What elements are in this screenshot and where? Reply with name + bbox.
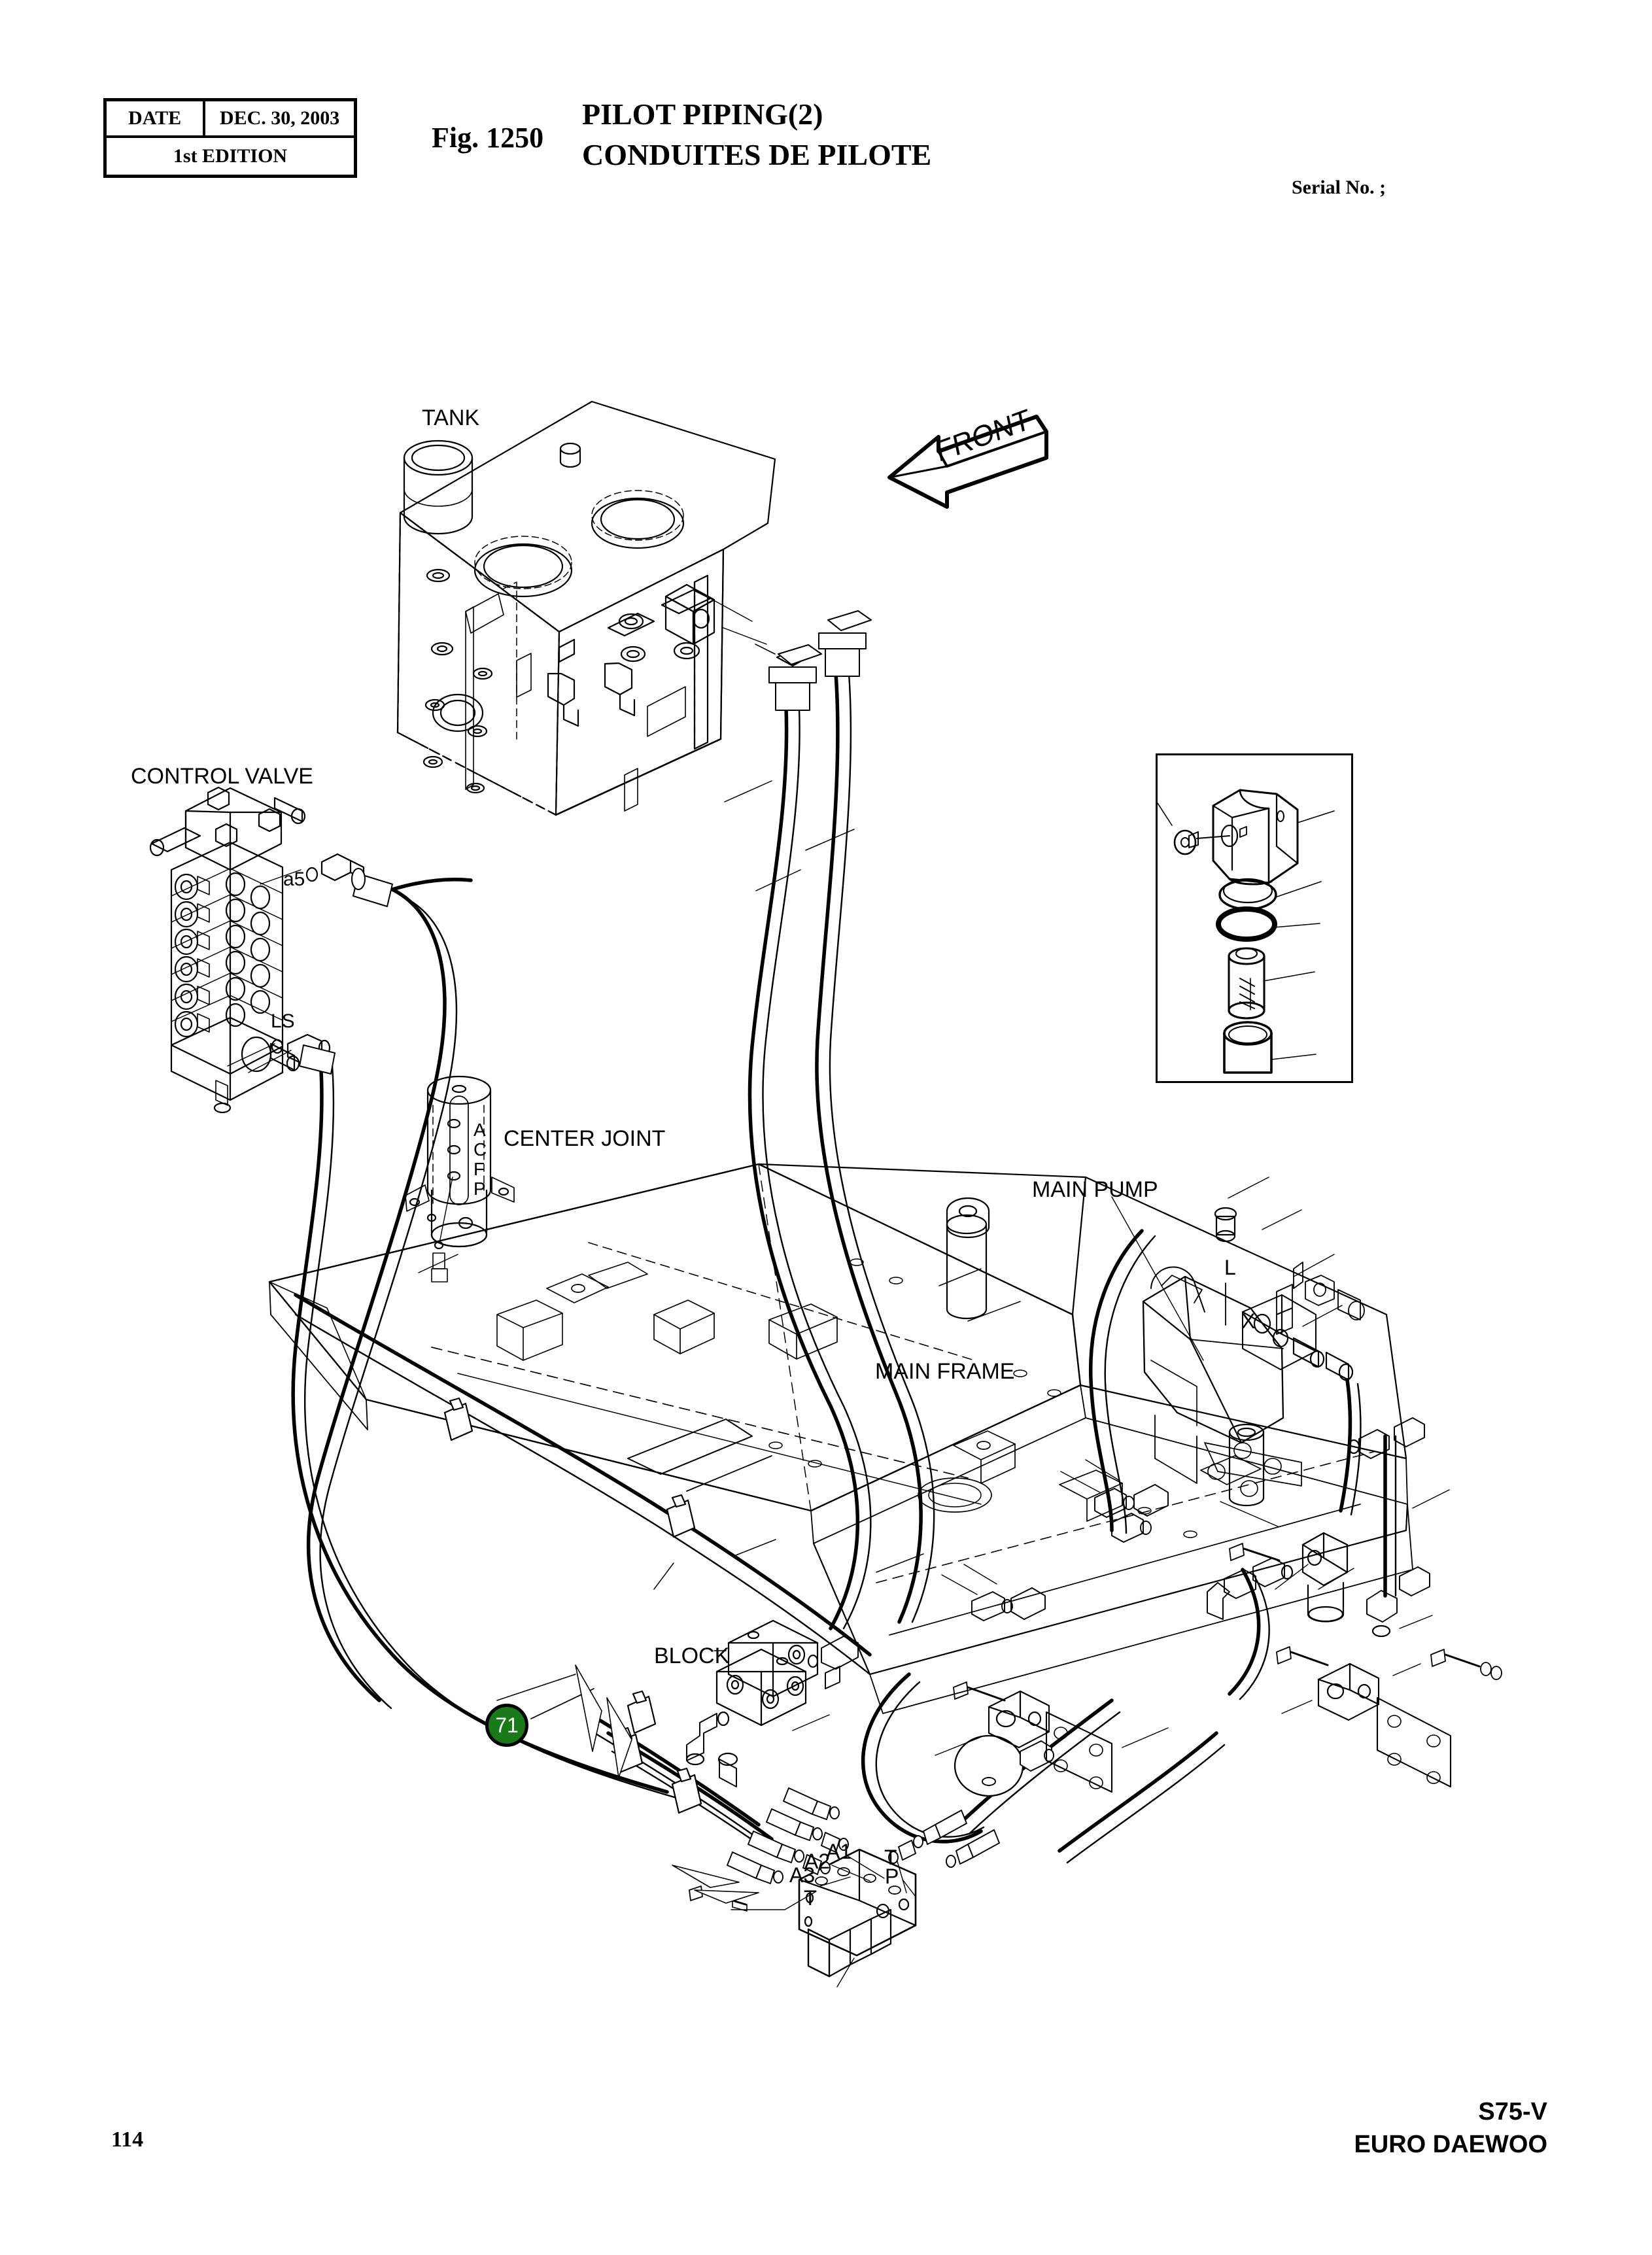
hydraulic-tank <box>396 400 808 816</box>
label-main-pump: MAIN PUMP <box>1032 1177 1158 1202</box>
hose-ferrule <box>818 610 872 677</box>
port-label-c: C <box>473 1139 487 1160</box>
port-label-a1: A1 <box>826 1840 852 1863</box>
label-control-valve: CONTROL VALVE <box>131 764 313 789</box>
hose-clamp <box>443 1397 702 1814</box>
model-code: S75-V <box>1478 2098 1547 2126</box>
port-label-p-right: P <box>885 1865 899 1888</box>
hose-ferrule <box>299 1044 336 1075</box>
brand-name: EURO DAEWOO <box>1354 2131 1547 2158</box>
serial-number-field: Serial No. ; <box>1292 177 1386 198</box>
hose-ferrule <box>768 644 822 711</box>
port-label-a2: A2 <box>804 1850 831 1873</box>
label-tank: TANK <box>422 405 480 430</box>
control-valve-assembly <box>149 786 365 1114</box>
revision-table: DATE DEC. 30, 2003 1st EDITION <box>103 98 357 178</box>
port-label-a5: a5 <box>283 869 305 890</box>
hose-end-cluster-right <box>888 1734 1054 1868</box>
port-label-x: X <box>1241 1309 1256 1333</box>
port-label-a3: A3 <box>789 1863 816 1887</box>
port-label-t-right: T <box>884 1846 897 1869</box>
hose-end-cluster-left <box>672 1787 849 1904</box>
port-label-t-left: T <box>804 1886 817 1910</box>
port-label-p: P <box>473 1179 486 1199</box>
label-main-frame: MAIN FRAME <box>875 1359 1015 1384</box>
label-block: BLOCK <box>654 1644 730 1668</box>
date-value: DEC. 30, 2003 <box>219 107 340 129</box>
frame-fittings <box>941 1459 1169 1621</box>
port-label-l: L <box>1224 1256 1236 1279</box>
main-pump-assembly <box>1111 1177 1365 1497</box>
port-label-a: A <box>473 1120 486 1140</box>
figure-number: Fig. 1250 <box>432 122 544 154</box>
port-label-f: F <box>473 1159 485 1179</box>
lower-right-fittings <box>935 1417 1502 1793</box>
date-label: DATE <box>107 101 206 135</box>
detail-inset-frame <box>1156 753 1353 1083</box>
edition-value: 1st EDITION <box>173 145 288 167</box>
filter-assembly-detail-drawing <box>1157 789 1335 1074</box>
front-arrow-icon <box>887 415 1048 509</box>
pilot-manifold-block <box>689 1848 917 1988</box>
page-number: 114 <box>111 2127 144 2152</box>
label-center-joint: CENTER JOINT <box>504 1126 666 1151</box>
hose-ferrule <box>351 868 393 907</box>
port-label-ls: LS <box>271 1010 295 1032</box>
page-title-french: CONDUITES DE PILOTE <box>582 138 932 171</box>
center-joint-assembly <box>405 1075 515 1282</box>
item-number-balloon[interactable]: 71 <box>485 1704 528 1747</box>
distribution-block <box>685 1619 859 1787</box>
page-title-english: PILOT PIPING(2) <box>582 97 823 131</box>
